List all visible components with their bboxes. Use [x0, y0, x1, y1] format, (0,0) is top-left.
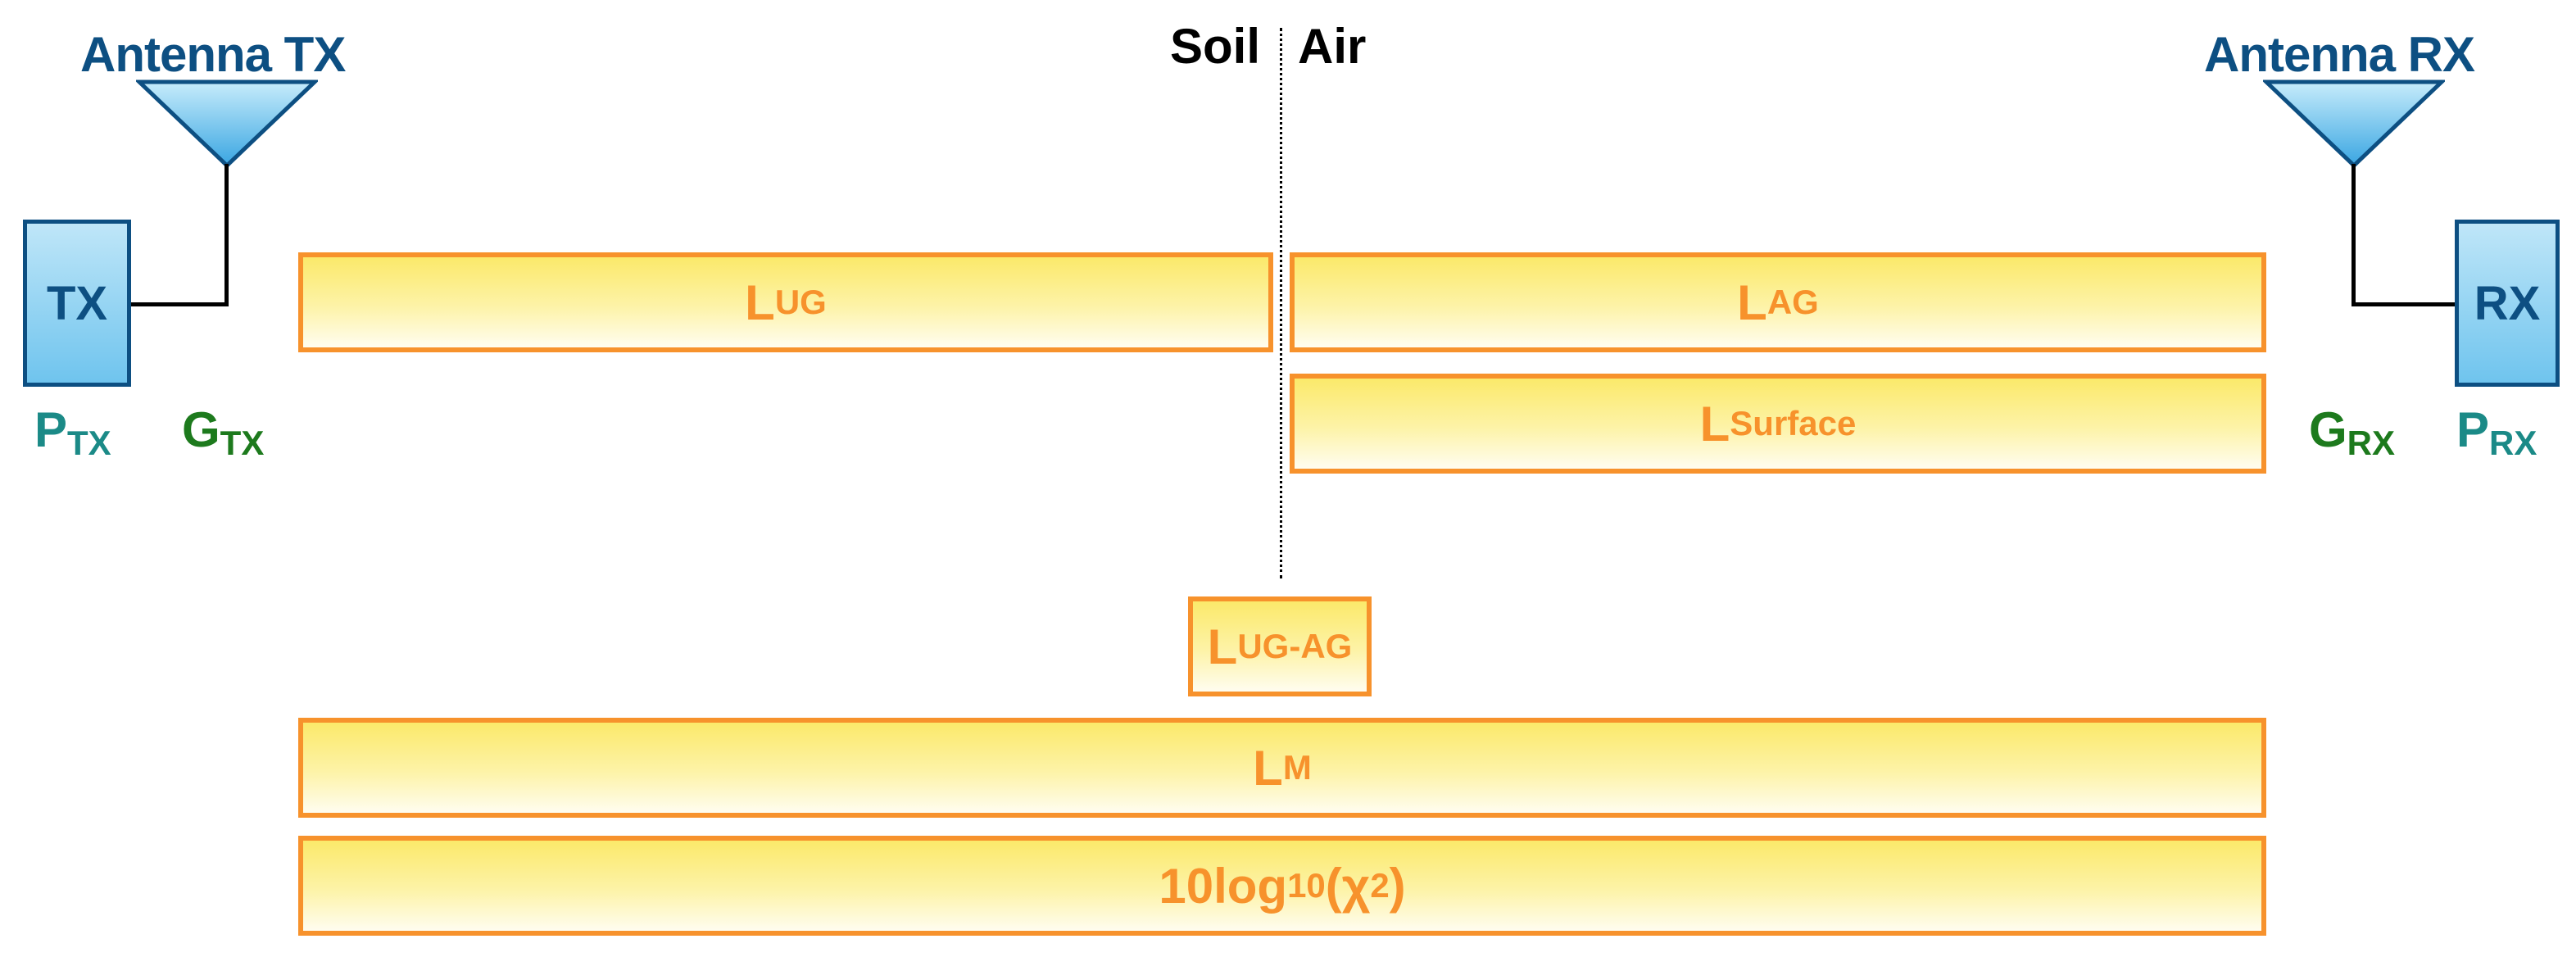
- rx-device: RX: [2455, 220, 2560, 387]
- soil-air-boundary: [1280, 28, 1282, 578]
- antenna-rx-icon: [2263, 79, 2445, 169]
- rx-feed-horizontal: [2352, 302, 2458, 306]
- g-rx-label: GRX: [2309, 402, 2396, 462]
- tx-feed-horizontal: [128, 302, 229, 306]
- rx-device-label: RX: [2474, 276, 2541, 330]
- g-tx-label: GTX: [182, 402, 265, 462]
- tx-device-label: TX: [46, 276, 108, 330]
- antenna-tx-label: Antenna TX: [80, 27, 346, 82]
- rx-feed-vertical: [2352, 164, 2356, 306]
- p-tx-label: PTX: [34, 402, 111, 462]
- tx-device: TX: [23, 220, 131, 387]
- p-rx-label: PRX: [2456, 402, 2537, 462]
- tx-feed-vertical: [224, 164, 229, 306]
- antenna-rx-label: Antenna RX: [2204, 27, 2475, 82]
- air-label: Air: [1298, 19, 1367, 74]
- soil-label: Soil: [1170, 19, 1261, 74]
- antenna-tx-icon: [136, 79, 318, 169]
